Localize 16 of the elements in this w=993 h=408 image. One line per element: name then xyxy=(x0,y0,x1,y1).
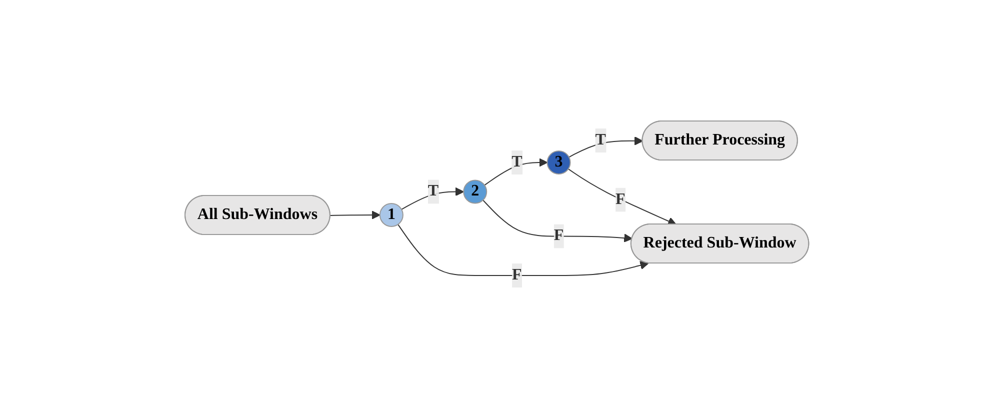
arrow xyxy=(484,158,548,186)
edge-label: T xyxy=(511,153,522,170)
node-circle: 2 xyxy=(462,180,487,204)
arrow xyxy=(400,187,464,210)
arrow xyxy=(482,199,632,242)
edge-label: F xyxy=(512,266,522,284)
arrow xyxy=(397,224,648,276)
edge-label: F xyxy=(554,226,564,244)
arrow xyxy=(330,210,380,220)
node-circle: 1 xyxy=(379,202,404,227)
edge-label: T xyxy=(428,182,438,200)
node-circle: 3 xyxy=(546,150,570,174)
edge-label: T xyxy=(594,131,606,148)
arrow xyxy=(567,168,676,226)
edge-label: F xyxy=(615,190,625,208)
arrow xyxy=(568,136,643,158)
